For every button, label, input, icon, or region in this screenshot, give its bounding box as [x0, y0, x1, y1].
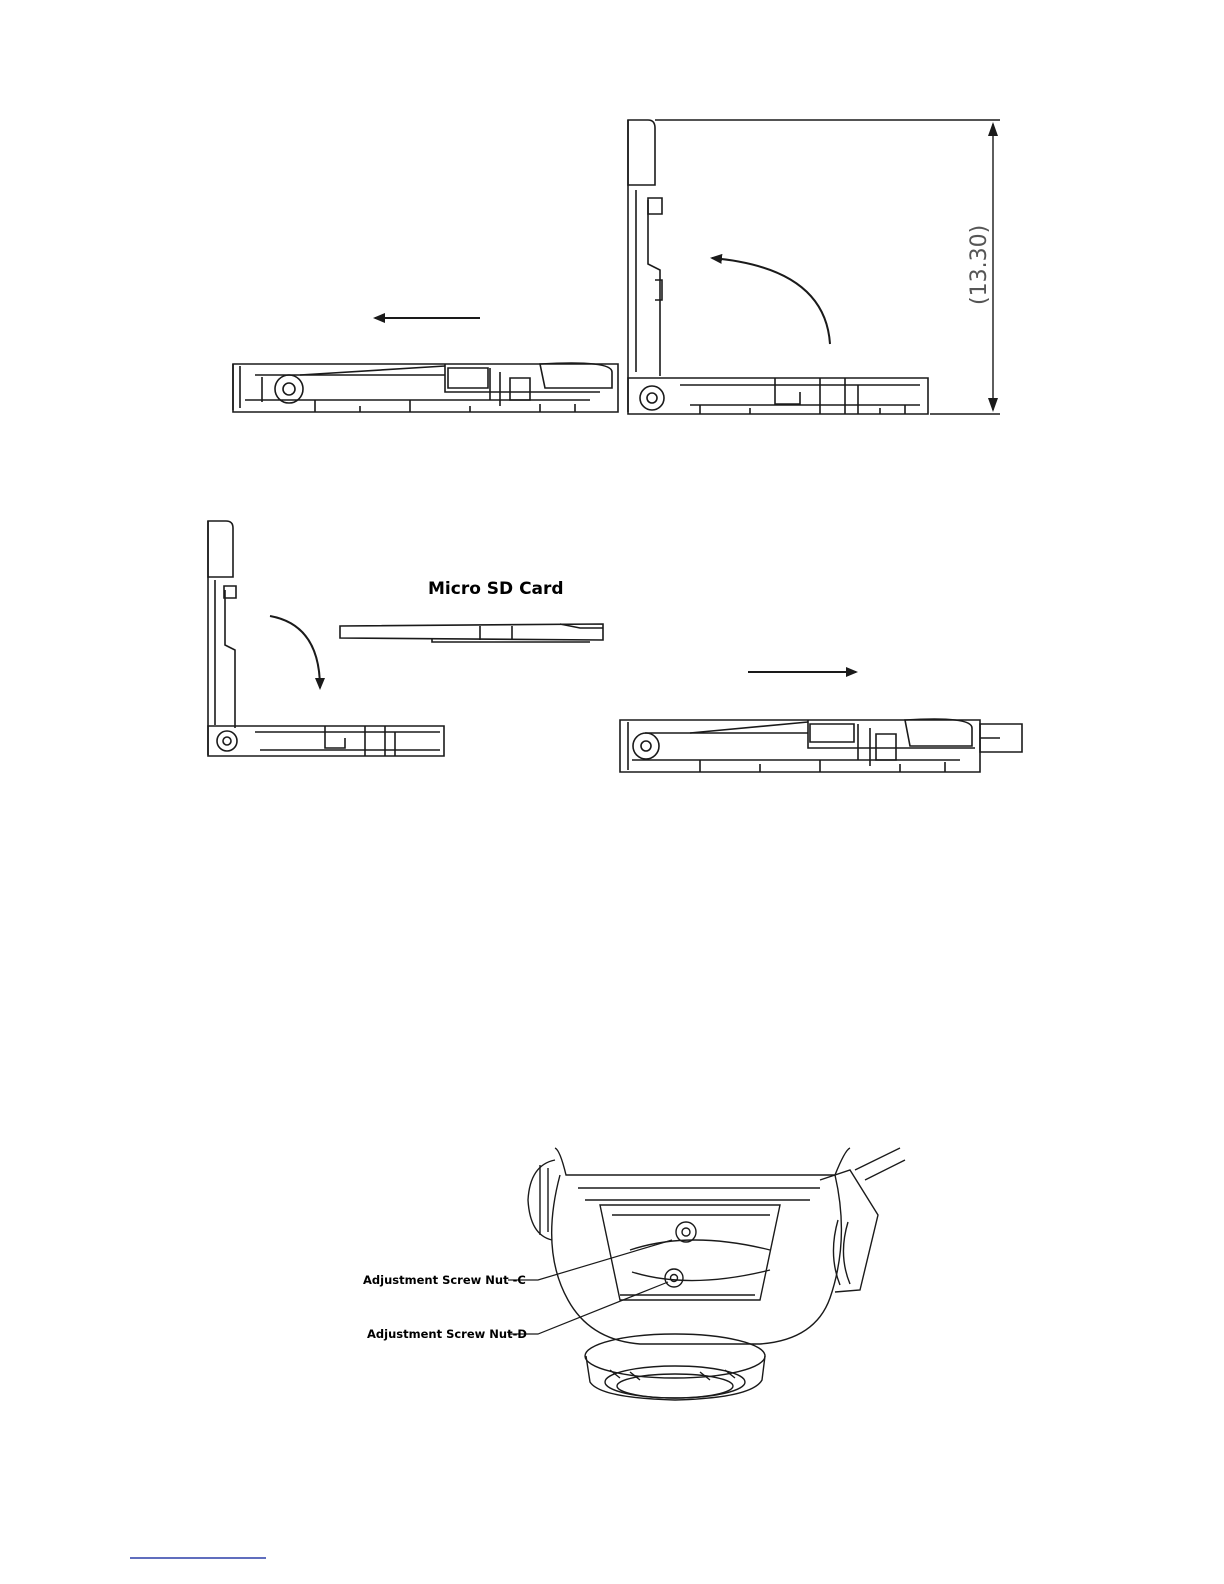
micro-sd-card-drawing: [340, 624, 603, 642]
callout-screw-nut-c: Adjustment Screw Nut -C: [363, 1273, 526, 1287]
micro-sd-card-label: Micro SD Card: [428, 579, 564, 599]
camera-module-drawing: [528, 1148, 905, 1400]
rotate-up-arrow: [712, 258, 830, 344]
callout-leaders: [508, 1240, 672, 1334]
callout-screw-nut-d: Adjustment Screw Nut-D: [367, 1327, 527, 1341]
sd-slot-open-drawing: [628, 120, 928, 414]
sd-slot-card-inserted-drawing: [620, 719, 1022, 772]
dimension-label: (13.30): [967, 225, 992, 305]
dimension-13-30: (13.30): [655, 120, 1000, 414]
rotate-down-arrow: [270, 616, 320, 688]
sd-slot-closed-drawing: [233, 363, 618, 412]
